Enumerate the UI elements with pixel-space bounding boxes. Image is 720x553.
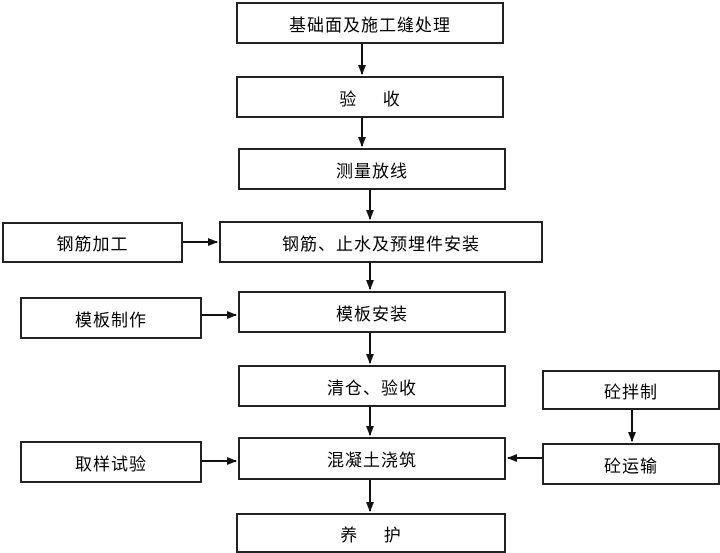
step-survey-layout-label: 测量放线 [336, 161, 408, 182]
step-acceptance-label: 验 收 [339, 89, 401, 110]
step-base-treatment: 基础面及施工缝处理 [236, 2, 504, 44]
side-formwork-making: 模板制作 [20, 297, 202, 339]
step-cleaning-acceptance: 清仓、验收 [238, 365, 506, 407]
side-concrete-transport: 砼运输 [542, 443, 720, 485]
step-base-treatment-label: 基础面及施工缝处理 [289, 15, 451, 36]
step-concrete-pouring-label: 混凝土浇筑 [327, 451, 417, 471]
step-curing-label: 养 护 [340, 525, 402, 546]
side-formwork-making-label: 模板制作 [75, 310, 147, 331]
side-sampling-test-label: 取样试验 [75, 454, 147, 475]
step-concrete-pouring: 混凝土浇筑 [238, 437, 506, 480]
side-concrete-mixing: 砼拌制 [542, 370, 720, 410]
step-acceptance: 验 收 [236, 76, 504, 118]
step-rebar-installation: 钢筋、止水及预埋件安装 [219, 221, 543, 263]
step-rebar-installation-label: 钢筋、止水及预埋件安装 [282, 234, 480, 255]
step-curing: 养 护 [236, 513, 506, 553]
side-concrete-mixing-label: 砼拌制 [604, 382, 658, 403]
step-survey-layout: 测量放线 [238, 148, 506, 190]
step-formwork-installation: 模板安装 [238, 291, 506, 333]
step-formwork-installation-label: 模板安装 [336, 304, 408, 325]
side-concrete-transport-label: 砼运输 [604, 456, 658, 477]
side-rebar-processing-label: 钢筋加工 [56, 235, 129, 255]
side-sampling-test: 取样试验 [20, 441, 202, 483]
side-rebar-processing: 钢筋加工 [2, 222, 183, 263]
step-cleaning-acceptance-label: 清仓、验收 [327, 378, 417, 399]
